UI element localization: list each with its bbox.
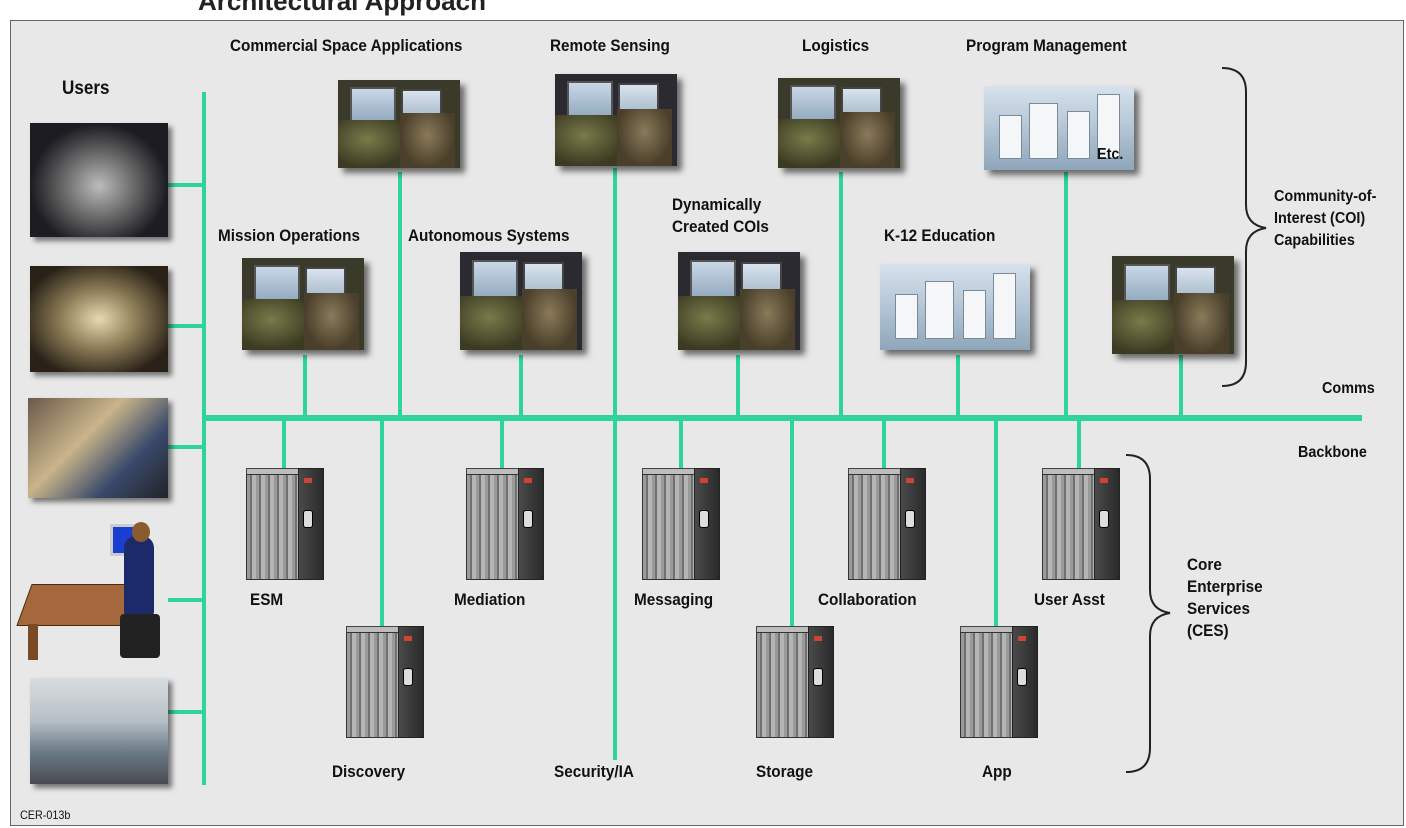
mediation-label: Mediation <box>454 590 526 609</box>
diagram-frame <box>10 20 1404 826</box>
server-messaging <box>642 468 720 580</box>
ces-label: Core Enterprise Services (CES) <box>1187 555 1263 640</box>
commercial-space-label: Commercial Space Applications <box>230 36 463 55</box>
server-mediation <box>466 468 544 580</box>
user-image-spacecraft-interior <box>30 266 168 372</box>
user-image-workstation <box>16 518 168 664</box>
server-storage <box>756 626 834 738</box>
comms-label: Comms <box>1322 380 1375 397</box>
autonomous-systems-label: Autonomous Systems <box>408 226 570 245</box>
k12-education-label: K-12 Education <box>884 226 996 245</box>
user-image-cockpit <box>28 398 168 498</box>
user-asst-label: User Asst <box>1034 590 1105 609</box>
photo-k12-education <box>880 264 1030 350</box>
photo-autonomous-systems <box>460 252 582 350</box>
ces-brace <box>1125 454 1171 773</box>
photo-commercial-space <box>338 80 460 168</box>
user-image-control-room <box>30 678 168 784</box>
program-management-label: Program Management <box>966 36 1127 55</box>
backbone-label: Backbone <box>1298 444 1367 461</box>
photo-extra-coi <box>1112 256 1234 354</box>
logistics-label: Logistics <box>802 36 870 55</box>
photo-mission-operations <box>242 258 364 350</box>
coi-capabilities-label: Community-of-Interest (COI) Capabilities <box>1274 188 1377 249</box>
remote-sensing-label: Remote Sensing <box>550 36 670 55</box>
photo-remote-sensing <box>555 74 677 166</box>
collaboration-label: Collaboration <box>818 590 917 609</box>
etc-label: Etc. <box>1097 146 1124 163</box>
photo-dynamic-cois <box>678 252 800 350</box>
users-label: Users <box>62 78 110 99</box>
photo-logistics <box>778 78 900 168</box>
coi-brace <box>1221 67 1267 387</box>
mission-operations-label: Mission Operations <box>218 226 360 245</box>
discovery-label: Discovery <box>332 762 406 781</box>
user-image-astronaut <box>30 123 168 237</box>
title-fragment: Architectural Approach <box>198 0 486 16</box>
security-label: Security/IA <box>554 762 634 781</box>
app-label: App <box>982 762 1012 781</box>
server-app <box>960 626 1038 738</box>
server-esm <box>246 468 324 580</box>
messaging-label: Messaging <box>634 590 714 609</box>
footer-code: CER-013b <box>20 808 71 822</box>
server-user-asst <box>1042 468 1120 580</box>
dynamic-cois-label: Dynamically Created COIs <box>672 195 769 236</box>
esm-label: ESM <box>250 590 284 609</box>
server-collaboration <box>848 468 926 580</box>
photo-program-management <box>984 86 1134 170</box>
storage-label: Storage <box>756 762 813 781</box>
server-discovery <box>346 626 424 738</box>
